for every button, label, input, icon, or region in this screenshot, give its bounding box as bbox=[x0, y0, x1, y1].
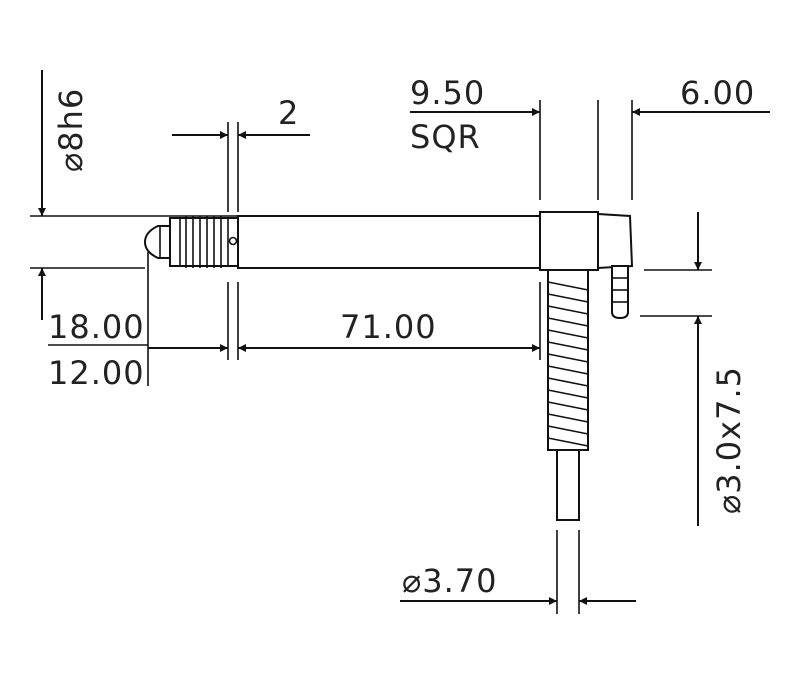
probe-body bbox=[143, 211, 634, 521]
svg-text:⌀8h6: ⌀8h6 bbox=[52, 88, 90, 172]
shaft-diameter-label: 8h6 bbox=[52, 88, 90, 152]
dim-fitting-size: ⌀3.0x7.5 bbox=[640, 212, 748, 526]
probe-pin-hole bbox=[228, 236, 238, 246]
thread-ridges bbox=[179, 216, 229, 268]
probe-head bbox=[539, 211, 599, 271]
shaft-length-label: 71.00 bbox=[340, 308, 437, 346]
diameter-symbol: ⌀ bbox=[710, 494, 748, 514]
dim-head-size: 9.50 SQR bbox=[410, 74, 599, 200]
fitting-size-label: 3.0x7.5 bbox=[710, 366, 748, 494]
dim-head-offset: 6.00 bbox=[631, 74, 770, 200]
probe-length-b-label: 12.00 bbox=[48, 354, 145, 392]
probe-tip bbox=[143, 225, 171, 259]
cable bbox=[556, 449, 580, 521]
probe-head-side bbox=[597, 212, 634, 270]
dim-shaft-diameter: ⌀8h6 bbox=[30, 70, 238, 320]
dim-shoulder-width: 2 bbox=[172, 94, 310, 212]
cable-diameter-label: 3.70 bbox=[422, 562, 497, 600]
probe-shaft bbox=[237, 215, 541, 269]
diameter-symbol: ⌀ bbox=[402, 562, 422, 600]
diameter-symbol: ⌀ bbox=[52, 152, 90, 172]
dim-lengths: 18.00 12.00 71.00 bbox=[48, 252, 541, 392]
hose-fitting bbox=[611, 265, 629, 320]
shoulder-width-label: 2 bbox=[278, 94, 299, 132]
spring-coils bbox=[547, 281, 589, 447]
probe-length-a-label: 18.00 bbox=[48, 308, 145, 346]
dim-cable-diameter: ⌀3.70 bbox=[400, 530, 636, 614]
svg-text:⌀3.0x7.5: ⌀3.0x7.5 bbox=[710, 366, 748, 514]
head-size-value: 9.50 bbox=[410, 74, 485, 112]
head-offset-label: 6.00 bbox=[680, 74, 755, 112]
head-size-type: SQR bbox=[410, 118, 481, 156]
svg-text:⌀3.70: ⌀3.70 bbox=[402, 562, 498, 600]
